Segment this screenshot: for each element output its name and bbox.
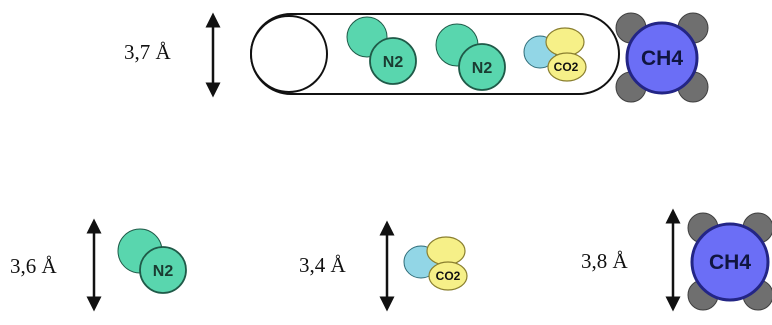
pore-channel-icon <box>250 13 620 95</box>
co2-size-label: 3,4 Å <box>299 253 346 277</box>
n2-molecule-icon: N2 <box>117 228 187 294</box>
co2-formula-text: CO2 <box>554 60 579 74</box>
co2-molecule-icon: CO2 <box>403 236 468 291</box>
n2-molecule-icon: N2 <box>346 16 417 85</box>
ch4-formula-text: CH4 <box>641 47 683 70</box>
ch4-molecule-icon: CH4 <box>687 212 772 311</box>
co2-formula-text: CO2 <box>436 269 461 283</box>
n2-formula-text: N2 <box>153 263 174 280</box>
n2-formula-text: N2 <box>383 54 404 71</box>
ch4-size-label: 3,8 Å <box>581 249 628 273</box>
co2-molecule-icon: CO2 <box>523 27 587 82</box>
n2-molecule-icon: N2 <box>435 23 506 91</box>
n2-size-label: 3,6 Å <box>10 254 57 278</box>
pore-size-label: 3,7 Å <box>124 40 171 64</box>
ch4-formula-text: CH4 <box>709 251 751 274</box>
ch4-molecule-icon: CH4 <box>615 12 709 103</box>
n2-formula-text: N2 <box>472 60 493 77</box>
